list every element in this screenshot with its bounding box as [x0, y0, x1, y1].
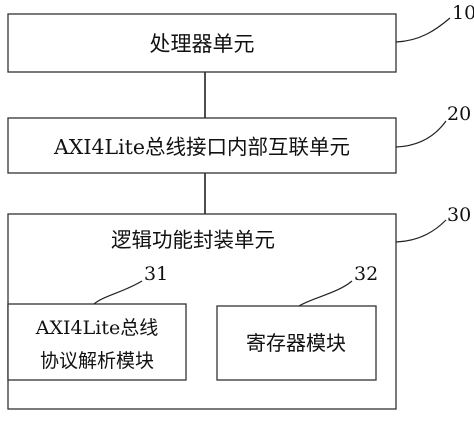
axi-interconnect-unit-block: AXI4Lite总线接口内部互联单元 — [7, 117, 397, 174]
register-module-label: 寄存器模块 — [246, 331, 346, 355]
protocol-parser-module-box — [7, 303, 187, 381]
register-module-ref-number: 32 — [354, 263, 378, 285]
protocol-parser-module-block: AXI4Lite总线 协议解析模块 — [7, 303, 187, 381]
axi-interconnect-unit-ref-leader — [395, 120, 447, 148]
logic-wrapper-unit-ref-leader — [395, 219, 447, 243]
register-module-box — [216, 305, 377, 381]
processor-unit-label: 处理器单元 — [150, 32, 255, 56]
protocol-parser-module-label-line1: AXI4Lite总线 — [35, 317, 158, 339]
axi-interconnect-unit-label: AXI4Lite总线接口内部互联单元 — [53, 135, 350, 159]
processor-unit-ref-leader — [395, 17, 451, 43]
logic-wrapper-unit-label: 逻辑功能封装单元 — [111, 228, 275, 252]
processor-unit-box — [7, 13, 397, 73]
processor-unit-ref-number: 10 — [452, 2, 474, 24]
protocol-parser-module-label-line2: 协议解析模块 — [40, 350, 154, 372]
axi-interconnect-unit-ref-number: 20 — [447, 103, 471, 125]
processor-unit-block: 处理器单元 — [7, 13, 397, 73]
axi-interconnect-unit-box — [7, 117, 397, 174]
protocol-parser-module-ref-number: 31 — [144, 263, 168, 285]
logic-wrapper-unit-ref-number: 30 — [447, 204, 471, 226]
protocol-parser-module-ref-leader — [93, 280, 143, 305]
register-module-block: 寄存器模块 — [216, 305, 377, 381]
register-module-ref-leader — [298, 280, 353, 307]
